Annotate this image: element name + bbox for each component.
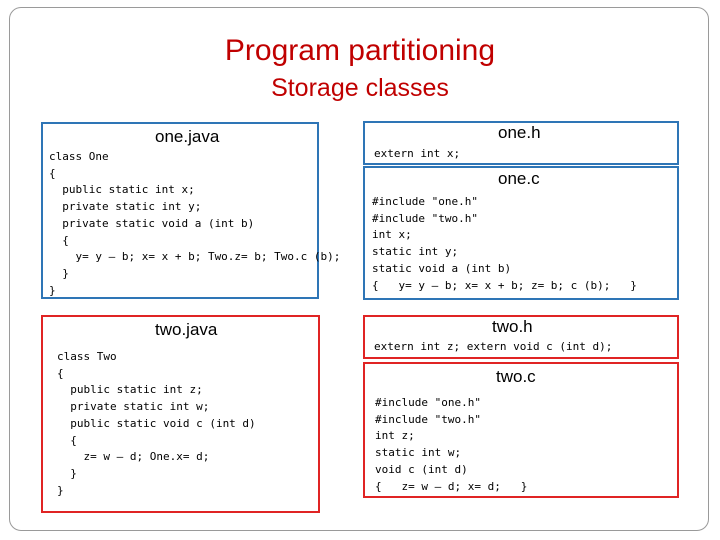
code-line: { bbox=[57, 433, 77, 447]
code-line: z= w – d; One.x= d; bbox=[57, 450, 210, 464]
two-c-code: #include "one.h" #include "two.h" int z; st… bbox=[375, 395, 527, 495]
one-java-code: class One { public static int x; private … bbox=[49, 149, 340, 299]
two-h-box bbox=[363, 315, 679, 359]
one-h-title: one.h bbox=[498, 123, 541, 142]
code-line: void c (int d) bbox=[375, 462, 468, 476]
two-h-text: extern int z; extern void c (int d); bbox=[374, 340, 613, 353]
code-line: static int w; bbox=[375, 446, 462, 460]
code-line: public static int x; bbox=[49, 183, 195, 197]
code-line: } bbox=[49, 266, 69, 280]
two-c-title: two.c bbox=[496, 367, 536, 386]
code-line: private static void a (int b) bbox=[49, 216, 255, 230]
code-line: { bbox=[49, 166, 56, 180]
slide-subtitle: Storage classes bbox=[271, 74, 449, 102]
code-line: class One bbox=[49, 150, 109, 163]
code-line: #include "one.h" bbox=[372, 195, 478, 208]
two-c-box bbox=[363, 362, 679, 498]
code-line: } bbox=[57, 483, 64, 497]
code-line: { z= w – d; x= d; } bbox=[375, 479, 528, 493]
one-c-code: #include "one.h" #include "two.h" int x; st… bbox=[372, 194, 637, 294]
one-c-box bbox=[363, 166, 679, 300]
code-line: } bbox=[49, 283, 56, 297]
slide-frame bbox=[9, 7, 709, 531]
code-line: class Two bbox=[57, 350, 117, 363]
one-java-box bbox=[41, 122, 319, 299]
two-java-box bbox=[41, 315, 320, 513]
two-java-title: two.java bbox=[155, 320, 218, 339]
code-line: int x; bbox=[372, 228, 412, 242]
code-line: static int y; bbox=[372, 245, 459, 259]
code-line: #include "two.h" bbox=[372, 211, 478, 225]
slide-title: Program partitioning bbox=[224, 34, 496, 67]
one-h-text: extern int x; bbox=[374, 147, 461, 160]
code-line: y= y – b; x= x + b; Two.z= b; Two.c (b); bbox=[49, 250, 341, 264]
code-line: } bbox=[57, 466, 77, 480]
two-java-code: class Two { public static int z; private … bbox=[57, 349, 256, 499]
code-line: #include "two.h" bbox=[375, 412, 481, 426]
one-c-title: one.c bbox=[498, 169, 540, 188]
two-h-title: two.h bbox=[492, 317, 533, 336]
code-line: { y= y – b; x= x + b; z= b; c (b); } bbox=[372, 278, 637, 292]
code-line: { bbox=[49, 233, 69, 247]
one-java-title: one.java bbox=[155, 127, 220, 146]
code-line: public static int z; bbox=[57, 383, 203, 397]
code-line: private static int y; bbox=[49, 200, 202, 214]
code-line: static void a (int b) bbox=[372, 261, 512, 275]
code-line: int z; bbox=[375, 429, 415, 443]
one-h-box bbox=[363, 121, 679, 165]
code-line: private static int w; bbox=[57, 400, 210, 414]
code-line: #include "one.h" bbox=[375, 396, 481, 409]
code-line: { bbox=[57, 366, 64, 380]
code-line: public static void c (int d) bbox=[57, 416, 256, 430]
